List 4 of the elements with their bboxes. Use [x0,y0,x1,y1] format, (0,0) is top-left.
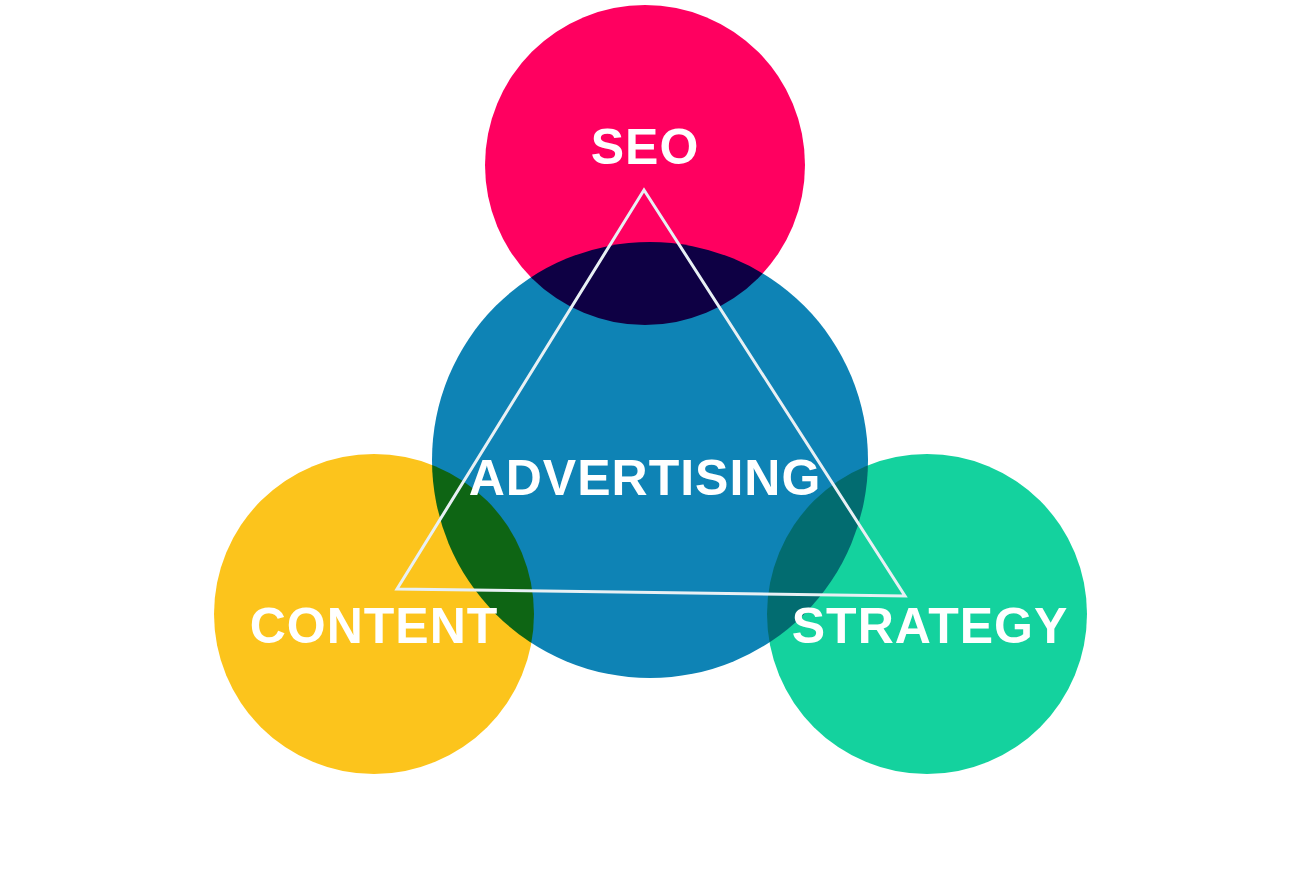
circle-label: SEO [590,118,700,176]
circle-label: CONTENT [249,597,499,655]
circle-label: ADVERTISING [468,449,822,507]
circle-label: STRATEGY [791,597,1069,655]
